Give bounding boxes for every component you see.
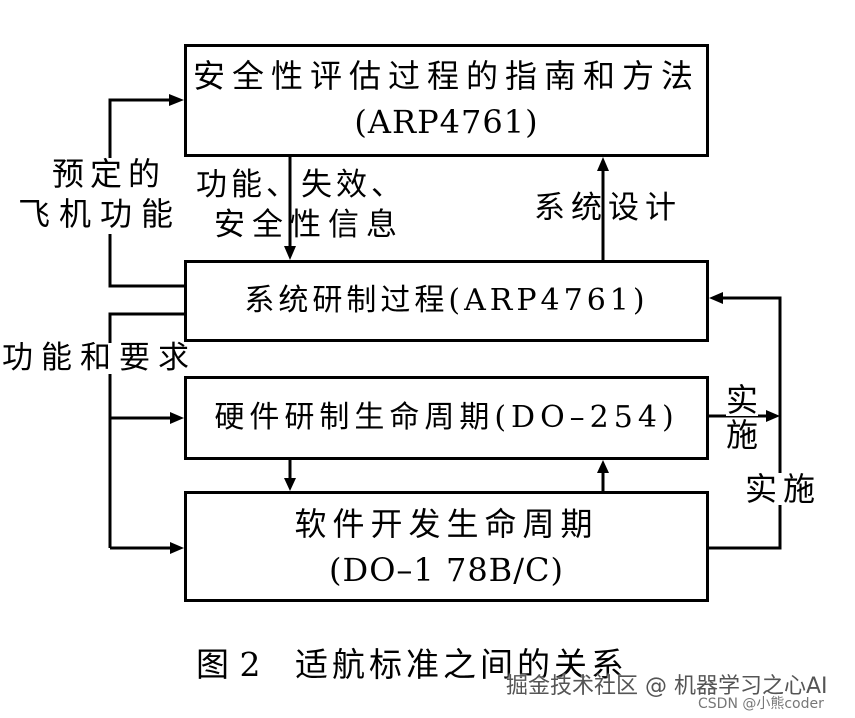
function-requirements-trunk-line bbox=[108, 312, 185, 548]
implementation-feedback-line bbox=[708, 296, 782, 550]
hardware-implementation-label-line1: 实 bbox=[726, 381, 759, 419]
figure-number: 图 2 bbox=[196, 645, 261, 684]
system-design-arrow bbox=[597, 157, 609, 260]
intended-function-arrowhead bbox=[169, 94, 184, 106]
safety-assessment-guidelines-box: 安全性评估过程的指南和方法 (ARP4761) bbox=[184, 44, 709, 157]
safety-info-arrow bbox=[284, 157, 296, 260]
system-development-label: 系统研制过程(ARP4761) bbox=[244, 283, 649, 318]
safety-info-label-line1: 功能、失效、 bbox=[196, 167, 406, 203]
watermark-juejin: 掘金技术社区 @ 机器学习之心AI bbox=[506, 674, 828, 699]
figure-caption: 适航标准之间的关系 bbox=[295, 645, 628, 684]
hardware-to-software-arrowhead bbox=[284, 478, 296, 491]
function-requirements-label: 功能和要求 bbox=[2, 340, 197, 376]
system-design-label: 系统设计 bbox=[534, 190, 682, 226]
software-lifecycle-box: 软件开发生命周期 (DO–1 78B/C) bbox=[184, 491, 709, 602]
guidelines-box-title: 安全性评估过程的指南和方法 bbox=[192, 56, 700, 95]
hardware-to-software-arrow bbox=[284, 460, 296, 491]
hardware-lifecycle-label: 硬件研制生命周期(DO–254) bbox=[214, 400, 679, 435]
requirements-to-hardware-arrowhead bbox=[170, 412, 184, 424]
requirements-to-software-arrowhead bbox=[170, 542, 184, 554]
hardware-implementation-arrowhead bbox=[766, 410, 780, 422]
hardware-implementation-label-line2: 施 bbox=[726, 416, 759, 454]
software-implementation-label: 实施 bbox=[745, 470, 822, 508]
software-to-hardware-arrowhead bbox=[597, 460, 609, 473]
function-requirements-arrows bbox=[108, 312, 185, 554]
implementation-feedback-arrow bbox=[708, 292, 782, 550]
hardware-implementation-arrow bbox=[709, 410, 780, 422]
system-development-box: 系统研制过程(ARP4761) bbox=[184, 260, 709, 342]
system-design-arrowhead bbox=[597, 157, 609, 171]
safety-info-arrowhead bbox=[284, 246, 296, 260]
intended-function-label-line2: 飞机功能 bbox=[18, 195, 183, 234]
implementation-feedback-arrowhead bbox=[709, 292, 723, 304]
hardware-lifecycle-box: 硬件研制生命周期(DO–254) bbox=[184, 376, 709, 460]
software-to-hardware-arrow bbox=[597, 460, 609, 491]
guidelines-box-standard: (ARP4761) bbox=[354, 102, 539, 141]
software-lifecycle-standard: (DO–1 78B/C) bbox=[329, 550, 564, 589]
watermark-csdn: CSDN @小熊coder bbox=[698, 696, 824, 712]
software-lifecycle-title: 软件开发生命周期 bbox=[294, 504, 599, 543]
safety-info-label-line2: 安全性信息 bbox=[214, 207, 404, 243]
intended-function-label-line1: 预定的 bbox=[52, 158, 167, 198]
